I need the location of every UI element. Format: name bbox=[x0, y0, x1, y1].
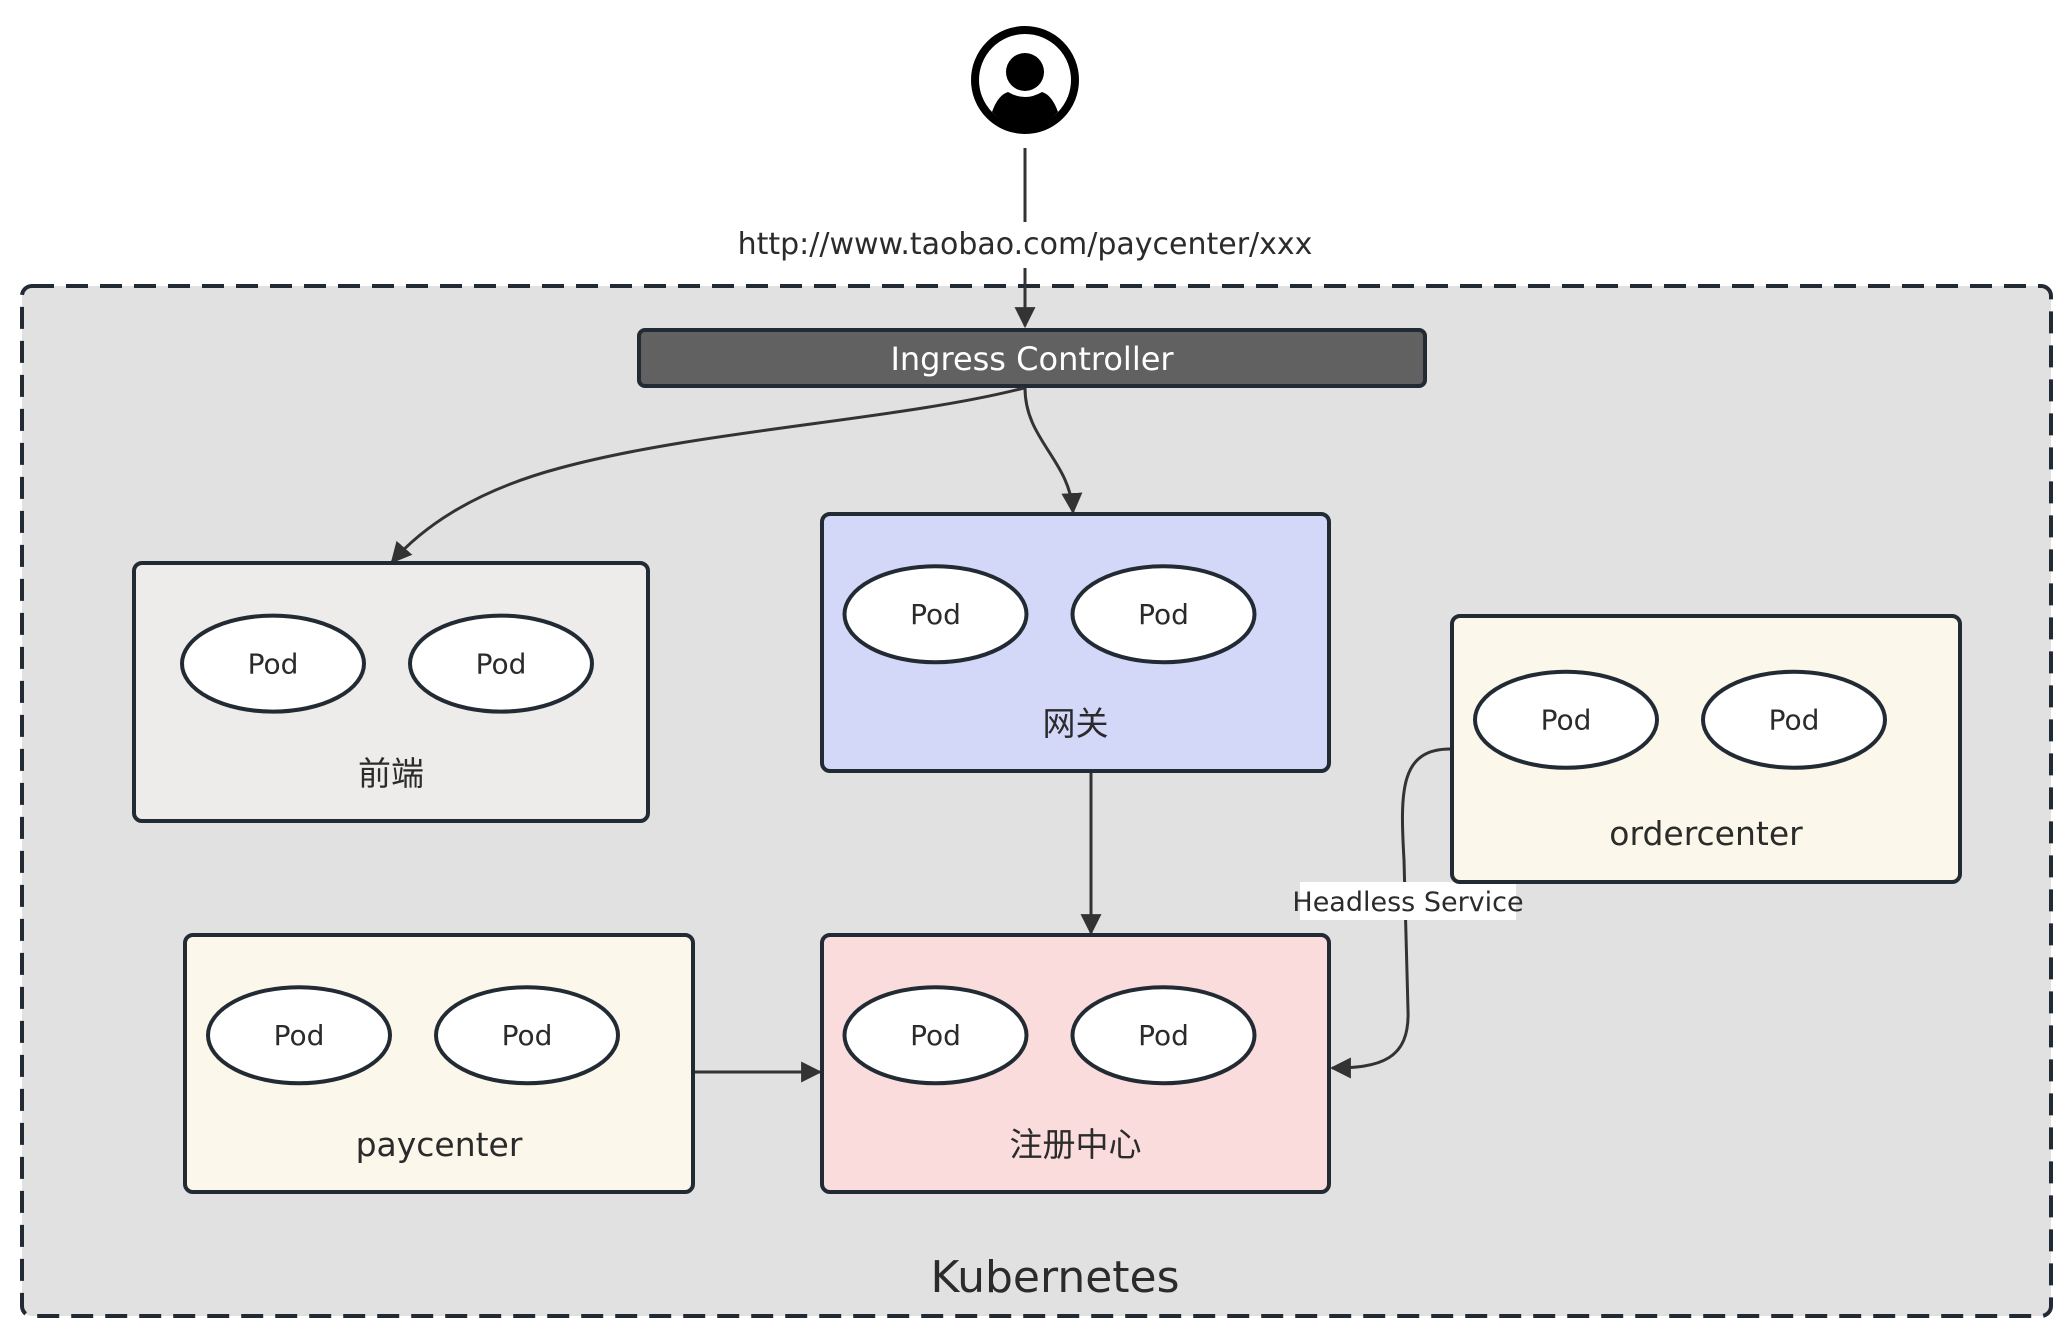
pod-label: Pod bbox=[274, 1019, 325, 1052]
cluster-label: Kubernetes bbox=[930, 1252, 1179, 1303]
edge-ingress-gateway bbox=[1023, 387, 1083, 515]
pod[interactable]: Pod bbox=[206, 985, 392, 1086]
pod-label: Pod bbox=[1138, 1019, 1189, 1052]
pod-label: Pod bbox=[476, 648, 527, 681]
pod[interactable]: Pod bbox=[842, 564, 1029, 665]
pod-label: Pod bbox=[1138, 598, 1189, 631]
service-gateway[interactable]: Pod Pod 网关 bbox=[820, 512, 1331, 773]
pod-ellipse bbox=[434, 985, 620, 1086]
headless-service-text: Headless Service bbox=[1292, 887, 1523, 918]
pod[interactable]: Pod bbox=[408, 613, 594, 714]
pod[interactable]: Pod bbox=[842, 985, 1029, 1086]
user-circle-icon[interactable] bbox=[971, 26, 1079, 134]
pod[interactable]: Pod bbox=[1473, 669, 1659, 770]
pod-ellipse bbox=[842, 564, 1029, 665]
pod-ellipse bbox=[1701, 669, 1887, 770]
pod[interactable]: Pod bbox=[1070, 985, 1257, 1086]
pod-ellipse bbox=[180, 613, 366, 714]
service-ordercenter[interactable]: Pod Pod ordercenter bbox=[1450, 614, 1962, 884]
pod-label: Pod bbox=[910, 598, 961, 631]
service-frontend[interactable]: Pod Pod 前端 bbox=[132, 561, 650, 823]
pod-ellipse bbox=[206, 985, 392, 1086]
service-label: 网关 bbox=[1043, 704, 1109, 743]
pod[interactable]: Pod bbox=[180, 613, 366, 714]
service-label: paycenter bbox=[356, 1125, 523, 1164]
service-label: 前端 bbox=[358, 754, 424, 793]
ingress-label: Ingress Controller bbox=[890, 340, 1174, 378]
service-paycenter[interactable]: Pod Pod paycenter bbox=[183, 933, 695, 1194]
headless-service-label: Headless Service bbox=[1292, 882, 1524, 920]
pod-ellipse bbox=[1473, 669, 1659, 770]
service-registry[interactable]: Pod Pod 注册中心 bbox=[820, 933, 1331, 1194]
pod-ellipse bbox=[1070, 564, 1257, 665]
pod-label: Pod bbox=[1769, 704, 1820, 737]
pod-label: Pod bbox=[248, 648, 299, 681]
pod-label: Pod bbox=[502, 1019, 553, 1052]
ingress-controller[interactable]: Ingress Controller bbox=[637, 328, 1427, 388]
edge-ingress-frontend bbox=[390, 386, 1025, 564]
service-label: 注册中心 bbox=[1010, 1125, 1142, 1164]
pod-ellipse bbox=[408, 613, 594, 714]
pod-ellipse bbox=[842, 985, 1029, 1086]
request-url-label: http://www.taobao.com/paycenter/xxx bbox=[738, 227, 1313, 262]
pod[interactable]: Pod bbox=[434, 985, 620, 1086]
pod[interactable]: Pod bbox=[1701, 669, 1887, 770]
pod-label: Pod bbox=[910, 1019, 961, 1052]
edge-ordercenter-registry bbox=[1329, 747, 1453, 1079]
service-label: ordercenter bbox=[1609, 814, 1803, 853]
pod[interactable]: Pod bbox=[1070, 564, 1257, 665]
pod-label: Pod bbox=[1541, 704, 1592, 737]
pod-ellipse bbox=[1070, 985, 1257, 1086]
